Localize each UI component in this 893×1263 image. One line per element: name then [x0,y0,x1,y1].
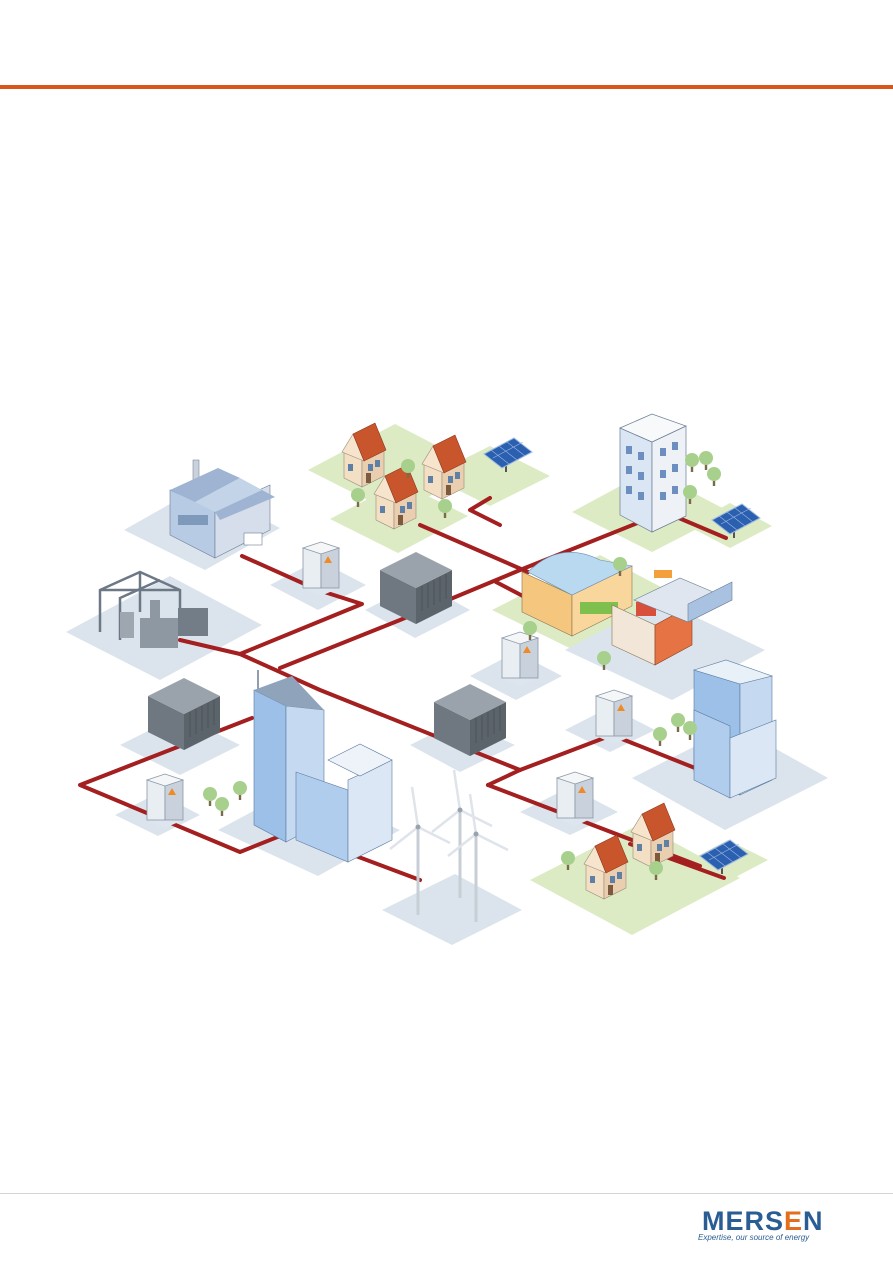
substation-icon [98,570,182,640]
house-icon [630,802,676,868]
electrical-cabinet-icon [556,771,594,827]
office-tower-icon [692,659,777,799]
logo-tagline: Expertise, our source of energy [698,1233,810,1242]
shopping-mall-icon [521,552,733,666]
footer-divider [0,1193,893,1194]
substation-transformers [120,600,208,648]
electrical-cabinet-icon [146,773,184,829]
office-tower-icon [253,670,393,863]
electrical-cabinet-icon [595,689,633,745]
mersen-logo: MERSEN Expertise, our source of energy [694,1206,844,1246]
factory-icon [169,459,275,559]
logo-wordmark: MERSEN [702,1206,824,1236]
electrical-cabinet-icon [302,541,340,597]
header-divider [0,85,893,89]
electrical-cabinet-icon [501,631,539,687]
apartment-icon [619,413,687,533]
